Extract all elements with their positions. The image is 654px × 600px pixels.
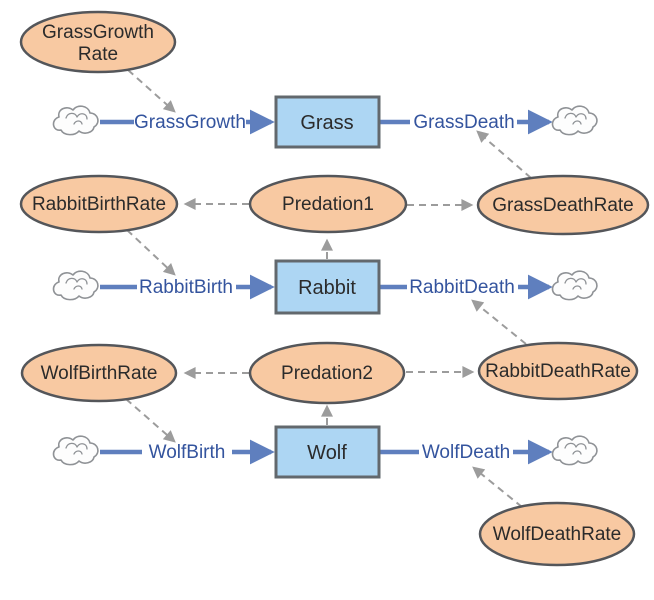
- cloud-puffs: [65, 277, 88, 290]
- variable-predation2-label: Predation2: [281, 363, 373, 384]
- variable-rabbitdeathrate-label: RabbitDeathRate: [485, 361, 631, 382]
- cloud-icon[interactable]: [551, 270, 598, 301]
- variable-rabbitbirthrate[interactable]: RabbitBirthRate: [19, 174, 179, 234]
- variable-grassdeathrate-shape[interactable]: [476, 174, 650, 236]
- variable-predation2-shape[interactable]: [248, 341, 406, 405]
- variable-wolfbirthrate[interactable]: WolfBirthRate: [20, 343, 178, 403]
- cloud-shape: [52, 105, 99, 136]
- connector-rabbitdeathrate-to-rabbitdeath[interactable]: [471, 299, 527, 345]
- cloud-puffs: [564, 442, 587, 455]
- cloud-puffs: [65, 442, 88, 455]
- cloud-icon[interactable]: [52, 270, 99, 301]
- variable-predation1[interactable]: Predation1: [248, 174, 408, 234]
- cloud-puffs: [564, 277, 587, 290]
- connector-grassdeathrate-to-grassdeath[interactable]: [476, 130, 532, 179]
- variable-wolfdeathrate-shape[interactable]: [478, 501, 636, 567]
- cloud-icon[interactable]: [52, 105, 99, 136]
- flow-label-backdrop: [410, 111, 517, 132]
- flow-labels: GrassGrowth GrassDeath RabbitBirth Rabbi…: [134, 111, 518, 463]
- stock-wolf-box[interactable]: [274, 425, 381, 479]
- flow-wolfbirth-label[interactable]: WolfBirth: [149, 442, 226, 463]
- cloud-shape: [52, 270, 99, 301]
- connector-wolfdeathrate-to-wolfdeath[interactable]: [472, 466, 523, 508]
- variable-rabbitbirthrate-shape[interactable]: [19, 174, 179, 234]
- flow-label-backdrop: [134, 111, 246, 132]
- connector-rabbitbirthrate-to-rabbitbirth[interactable]: [126, 229, 176, 276]
- clouds: [52, 105, 598, 466]
- variable-rabbitdeathrate[interactable]: RabbitDeathRate: [477, 341, 639, 401]
- cloud-shape: [551, 435, 598, 466]
- connector-grassgrowthrate-to-grassgrowth[interactable]: [127, 69, 176, 113]
- stock-wolf-label: Wolf: [307, 442, 347, 464]
- variable-grassgrowthrate-shape[interactable]: [19, 10, 177, 74]
- cloud-icon[interactable]: [551, 105, 598, 136]
- cloud-shape: [551, 270, 598, 301]
- cloud-icon[interactable]: [52, 435, 99, 466]
- variable-grassdeathrate[interactable]: GrassDeathRate: [476, 174, 650, 236]
- variable-predation1-shape[interactable]: [248, 174, 408, 234]
- stocks: Grass Rabbit Wolf: [274, 95, 381, 479]
- cloud-shape: [52, 435, 99, 466]
- variable-predation1-label: Predation1: [282, 194, 374, 215]
- connector-wolfbirthrate-to-wolfbirth[interactable]: [125, 398, 176, 443]
- auxiliary-variables: GrassGrowth Rate RabbitBirthRate Predati…: [19, 10, 650, 567]
- influence-connectors: [125, 69, 532, 508]
- variable-wolfbirthrate-label: WolfBirthRate: [41, 363, 158, 384]
- stock-rabbit-box[interactable]: [274, 259, 381, 315]
- variable-grassgrowthrate[interactable]: GrassGrowth Rate: [19, 10, 177, 74]
- stock-wolf[interactable]: Wolf: [274, 425, 381, 479]
- cloud-puffs: [65, 112, 88, 125]
- flow-label-backdrop: [419, 441, 513, 462]
- flow-rabbitbirth-label[interactable]: RabbitBirth: [139, 277, 233, 298]
- variable-grassgrowthrate-label-line1: GrassGrowth: [42, 22, 154, 43]
- stock-rabbit[interactable]: Rabbit: [274, 259, 381, 315]
- stock-grass-label: Grass: [300, 112, 353, 134]
- flow-grassdeath-label[interactable]: GrassDeath: [413, 112, 514, 133]
- variable-wolfdeathrate-label: WolfDeathRate: [493, 524, 622, 545]
- variable-wolfdeathrate[interactable]: WolfDeathRate: [478, 501, 636, 567]
- flow-grassgrowth-label[interactable]: GrassGrowth: [134, 112, 246, 133]
- stock-grass[interactable]: Grass: [274, 95, 381, 149]
- variable-grassdeathrate-label: GrassDeathRate: [492, 195, 634, 216]
- cloud-shape: [551, 105, 598, 136]
- variable-grassgrowthrate-label-line2: Rate: [78, 44, 118, 65]
- flow-wolfdeath-label[interactable]: WolfDeath: [422, 442, 510, 463]
- flow-rabbitdeath-label[interactable]: RabbitDeath: [409, 277, 515, 298]
- cloud-puffs: [564, 112, 587, 125]
- flow-label-backdrop: [142, 441, 232, 462]
- flow-label-backdrop: [137, 276, 236, 297]
- variable-rabbitdeathrate-shape[interactable]: [477, 341, 639, 401]
- flow-label-backdrop: [407, 276, 518, 297]
- variable-predation2[interactable]: Predation2: [248, 341, 406, 405]
- variable-wolfbirthrate-shape[interactable]: [20, 343, 178, 403]
- stock-grass-box[interactable]: [274, 95, 381, 149]
- variable-rabbitbirthrate-label: RabbitBirthRate: [32, 194, 166, 215]
- stock-rabbit-label: Rabbit: [298, 277, 356, 299]
- cloud-icon[interactable]: [551, 435, 598, 466]
